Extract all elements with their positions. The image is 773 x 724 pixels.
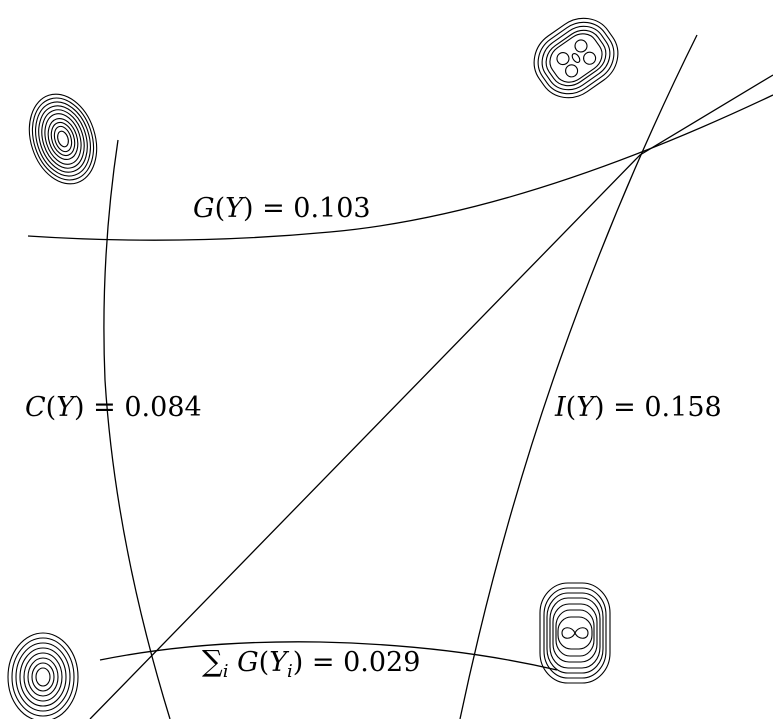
sum-label-index: i [223,661,229,682]
sum-label-arg: Y [269,647,289,678]
i-label: I(Y) = 0.158 [554,392,722,423]
contour-glyph-top-left [28,93,98,185]
sum-label: ∑i G(Yi) = 0.029 [202,644,420,682]
c-label-func: C [25,392,46,423]
i-curve [459,34,698,720]
i-label-value: 0.158 [644,392,721,423]
c-label-arg: Y [56,392,76,423]
svg-text:C(Y) = 0.084: C(Y) = 0.084 [25,392,202,423]
contour-glyph-bottom-left [7,632,79,722]
g-label-func: G [193,193,215,224]
g-curve [27,94,773,241]
diagonal-line [89,74,773,720]
g-label-value: 0.103 [293,193,370,224]
g-label-arg: Y [225,193,245,224]
g-label: G(Y) = 0.103 [193,193,371,224]
svg-text:∑i G(Yi) = 0.029: ∑i G(Yi) = 0.029 [202,644,420,682]
i-label-arg: Y [576,392,596,423]
c-curve [103,139,171,720]
sum-label-arg-index: i [287,661,293,682]
contour-glyph-bottom-right [539,582,611,684]
svg-text:I(Y) = 0.158: I(Y) = 0.158 [554,392,722,423]
sum-label-func: G [237,647,259,678]
c-label-value: 0.084 [124,392,201,423]
i-label-func: I [554,392,567,423]
sum-label-symbol: ∑ [202,644,223,678]
svg-text:G(Y) = 0.103: G(Y) = 0.103 [193,193,371,224]
sum-curve [99,641,558,671]
sum-label-value: 0.029 [343,647,420,678]
contour-glyph-top-right [533,17,619,99]
c-label: C(Y) = 0.084 [25,392,202,423]
